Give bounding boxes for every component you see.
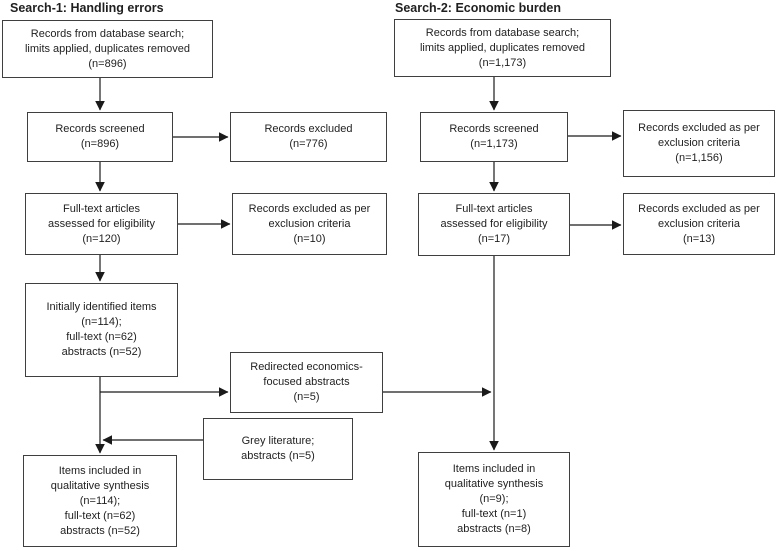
search2-excluded-criteria-fulltext-box: Records excluded as per exclusion criter… (623, 193, 775, 255)
search1-source-box: Records from database search; limits app… (2, 20, 213, 78)
search2-screened-box: Records screened (n=1,173) (420, 112, 568, 162)
search1-title: Search-1: Handling errors (10, 1, 164, 15)
search2-title: Search-2: Economic burden (395, 1, 562, 15)
search1-screened-box: Records screened (n=896) (27, 112, 173, 162)
search1-identified-box: Initially identified items (n=114); full… (25, 283, 178, 377)
search2-fulltext-box: Full-text articles assessed for eligibil… (418, 193, 570, 256)
search1-included-box: Items included in qualitative synthesis … (23, 455, 177, 547)
search1-excluded-criteria-box: Records excluded as per exclusion criter… (232, 193, 387, 255)
grey-literature-box: Grey literature; abstracts (n=5) (203, 418, 353, 480)
search2-included-box: Items included in qualitative synthesis … (418, 452, 570, 547)
search1-excluded-box: Records excluded (n=776) (230, 112, 387, 162)
search2-excluded-criteria-screening-box: Records excluded as per exclusion criter… (623, 110, 775, 177)
search1-fulltext-box: Full-text articles assessed for eligibil… (25, 193, 178, 255)
search2-source-box: Records from database search; limits app… (394, 19, 611, 77)
redirected-abstracts-box: Redirected economics- focused abstracts … (230, 352, 383, 413)
